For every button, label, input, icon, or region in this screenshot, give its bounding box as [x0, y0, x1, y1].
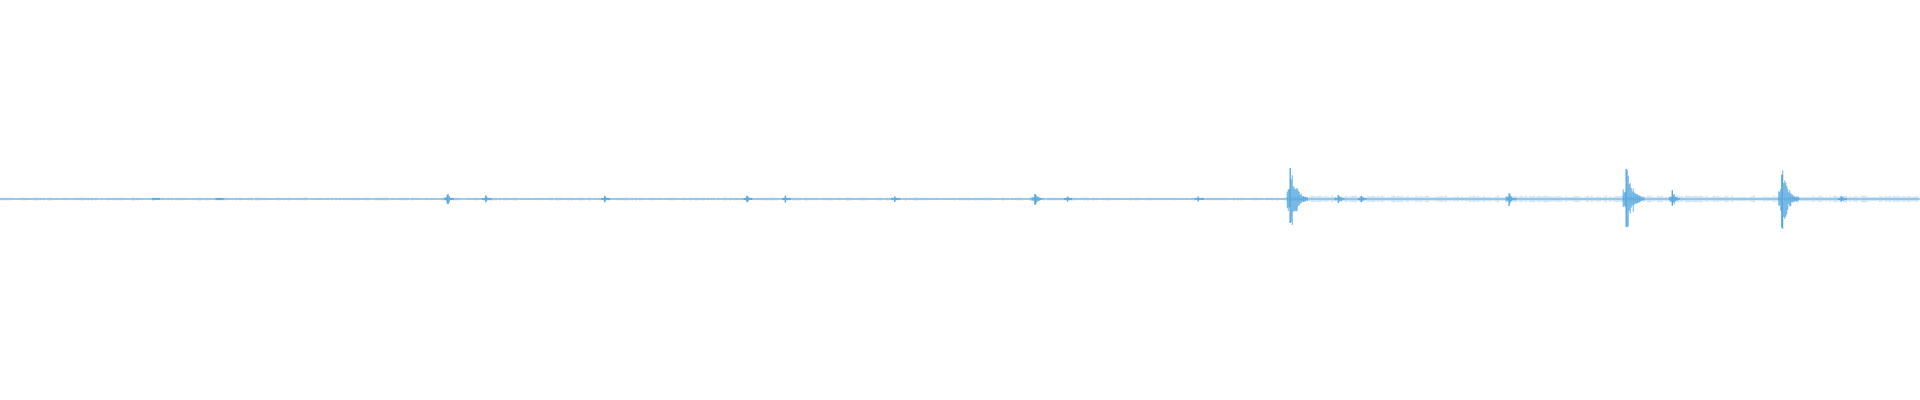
waveform-peak	[781, 195, 791, 203]
waveform-peak	[1778, 170, 1800, 229]
waveform-peak	[152, 198, 160, 201]
waveform-peak	[1837, 196, 1847, 202]
waveform-peaks	[152, 167, 1847, 229]
waveform-peak	[1334, 195, 1345, 203]
waveform-peak	[1031, 194, 1043, 205]
waveform-peak	[1668, 190, 1680, 206]
waveform-peak	[601, 195, 611, 203]
waveform-noise	[0, 195, 1919, 203]
waveform-peak	[1064, 196, 1072, 202]
waveform-peak	[1194, 196, 1204, 202]
waveform-peak	[443, 194, 454, 204]
waveform-peak	[743, 195, 753, 203]
waveform-peak	[215, 198, 224, 201]
waveform-peak	[1622, 168, 1645, 228]
waveform-peak	[1505, 193, 1517, 206]
waveform-peak	[891, 196, 901, 202]
waveform-peak	[1286, 167, 1308, 225]
waveform-peak	[1357, 196, 1367, 203]
waveform-peak	[482, 195, 492, 203]
